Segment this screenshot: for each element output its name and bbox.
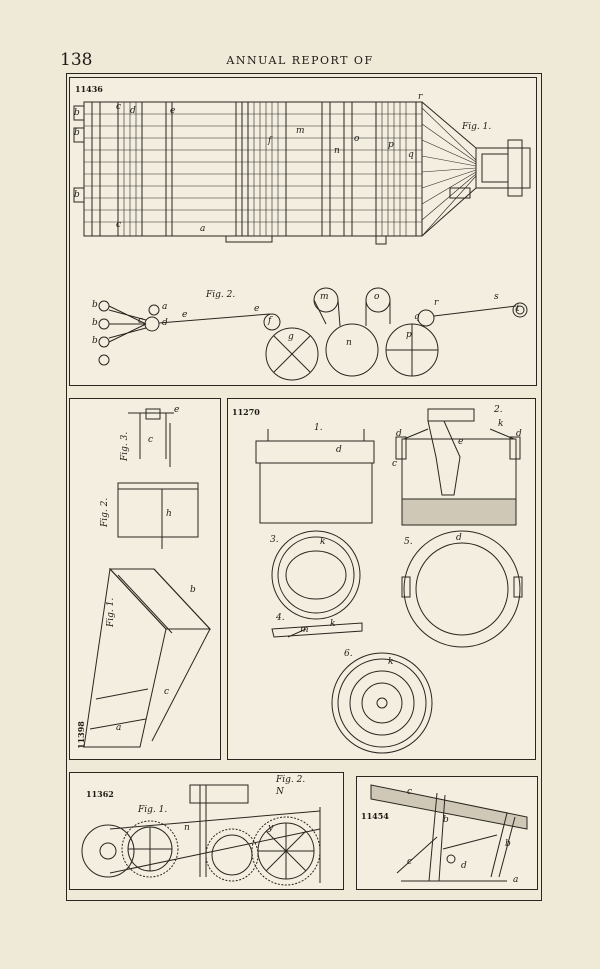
label-e: e	[170, 106, 176, 116]
label-d: d	[461, 861, 467, 871]
panel-11270: 11270 1. 2. 3. 4. 5. 6. d e k c d d k	[227, 398, 536, 760]
label-a: a	[116, 723, 122, 733]
fig1-caption: Fig. 1.	[138, 805, 168, 815]
patent-number: 11454	[361, 811, 389, 821]
fig-5: 5.	[404, 537, 413, 547]
label-d: d	[162, 318, 168, 328]
label-N: N	[276, 787, 284, 797]
label-d: d	[516, 429, 522, 439]
label-d: d	[336, 445, 342, 455]
label-c: c	[392, 459, 398, 469]
label-p: p	[406, 330, 412, 340]
label-n: n	[334, 146, 340, 156]
label-a: a	[513, 875, 519, 885]
label-f: f	[268, 136, 272, 146]
label-h: h	[166, 509, 172, 519]
label-c: c	[407, 857, 413, 867]
label-e: e	[254, 304, 260, 314]
plow-drawing	[370, 784, 528, 882]
panel-11454: 11454 c b c b d a	[356, 776, 538, 890]
label-o: o	[354, 134, 360, 144]
fig-4: 4.	[276, 613, 285, 623]
plate-border	[66, 73, 542, 901]
label-b: b	[74, 128, 80, 138]
label-r: r	[434, 298, 439, 308]
label-c: c	[116, 102, 122, 112]
patent-number: 11436	[75, 84, 103, 94]
label-g: g	[288, 332, 294, 342]
label-m: m	[296, 126, 305, 136]
vessel-drawing	[255, 408, 523, 754]
label-d: d	[456, 533, 462, 543]
label-k: k	[498, 419, 504, 429]
panel-11398: 11398 Fig. 3. Fig. 2. Fig. 1. e c h b c …	[69, 398, 221, 760]
label-b: b	[92, 318, 98, 328]
label-b: b	[505, 839, 511, 849]
label-e: e	[174, 405, 180, 415]
label-k: k	[330, 619, 336, 629]
fig-6: 6.	[344, 649, 353, 659]
panel-11436: 11436 Fig. 1. Fig. 2.	[69, 77, 537, 386]
frame-drawing	[83, 408, 212, 748]
label-k: k	[388, 657, 394, 667]
label-m: m	[300, 625, 309, 635]
label-c: c	[164, 687, 170, 697]
panel-11362: 11362 Fig. 1. Fig. 2. n N y	[69, 772, 344, 890]
label-q: q	[414, 312, 420, 322]
label-p: p	[388, 140, 394, 150]
gearing-drawing	[81, 784, 321, 886]
running-head: ANNUAL REPORT OF	[226, 54, 374, 67]
label-n: n	[346, 338, 352, 348]
label-b: b	[74, 190, 80, 200]
label-d: d	[396, 429, 402, 439]
fig-3: 3.	[270, 535, 279, 545]
label-b: b	[443, 815, 449, 825]
fig1-caption: Fig. 1.	[462, 122, 492, 132]
label-a: a	[162, 302, 168, 312]
label-s: s	[494, 292, 499, 302]
label-c: c	[138, 316, 144, 326]
label-y: y	[268, 823, 274, 833]
label-e: e	[458, 437, 464, 447]
fig-2: 2.	[494, 405, 503, 415]
page-number: 138	[60, 50, 93, 70]
label-r: r	[418, 92, 423, 102]
label-c: c	[148, 435, 154, 445]
label-q: q	[408, 150, 414, 160]
label-o: o	[374, 292, 380, 302]
fig-1: 1.	[314, 423, 323, 433]
label-f: f	[268, 316, 272, 326]
label-b: b	[92, 300, 98, 310]
label-d: d	[130, 106, 136, 116]
patent-number: 11362	[86, 789, 114, 799]
label-b: b	[74, 108, 80, 118]
label-c: c	[407, 787, 413, 797]
label-m: m	[320, 292, 329, 302]
label-n: n	[184, 823, 190, 833]
fig2-caption: Fig. 2.	[276, 775, 306, 785]
label-c: c	[116, 220, 122, 230]
loom-drawing	[73, 101, 531, 381]
patent-number: 11270	[232, 407, 260, 417]
label-b: b	[92, 336, 98, 346]
label-a: a	[200, 224, 206, 234]
fig2-caption: Fig. 2.	[206, 290, 236, 300]
label-k: k	[320, 537, 326, 547]
label-t: t	[516, 304, 520, 314]
label-b: b	[190, 585, 196, 595]
label-e: e	[182, 310, 188, 320]
